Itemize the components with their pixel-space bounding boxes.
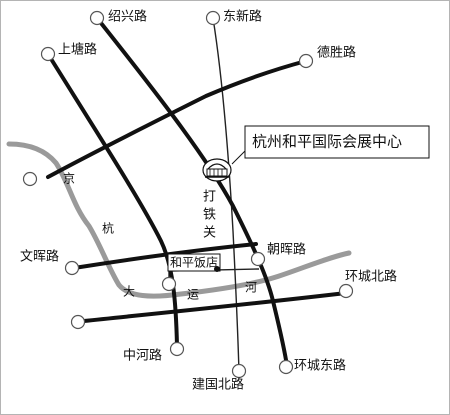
node-huanchengdong: [278, 359, 294, 375]
node-desheng: [298, 53, 314, 69]
label-chaohui: 朝晖路: [267, 242, 306, 258]
canal-char-jing: 京: [63, 172, 75, 186]
node-shaoxing: [89, 10, 105, 26]
venue-pointer: [231, 150, 246, 165]
label-shaoxing: 绍兴路: [108, 9, 147, 25]
building-icon: [202, 158, 232, 182]
grand-canal: [6, 141, 352, 299]
label-dati-guan-2: 铁: [203, 208, 216, 223]
road-desheng: [46, 59, 308, 179]
label-huanchengbei: 环城北路: [345, 269, 397, 285]
label-zhonghe: 中河路: [123, 348, 162, 364]
canal-char-hang: 杭: [102, 221, 114, 236]
label-dongxin: 东新路: [223, 9, 262, 25]
label-shangtang: 上塘路: [58, 42, 97, 58]
label-dati-guan-3: 关: [203, 226, 216, 241]
venue-label: 杭州和平国际会展中心: [252, 133, 402, 151]
node-shangtang-canal: [161, 276, 177, 292]
hotel-label: 和平饭店: [170, 256, 218, 270]
road-wenhui: [72, 242, 258, 270]
node-chaohui: [250, 251, 266, 267]
canal-char-da: 大: [123, 285, 135, 299]
venue-box: [244, 125, 430, 159]
canal-char-yun: 运: [187, 288, 199, 302]
node-wenhui: [64, 260, 80, 276]
road-shaoxing: [95, 16, 289, 368]
node-jianguobei: [231, 363, 247, 379]
road-jianguobei: [212, 17, 240, 374]
label-wenhui: 文晖路: [20, 249, 59, 265]
node-huanchengbei: [338, 283, 354, 299]
canal-char-he: 河: [245, 281, 257, 295]
label-jianguobei: 建国北路: [192, 377, 244, 393]
road-huanchengbei: [82, 291, 348, 323]
node-desheng-west: [22, 171, 38, 187]
road-shangtang: [46, 52, 179, 348]
node-dongxin: [205, 10, 221, 26]
label-dati-guan-1: 打: [203, 190, 216, 205]
node-shangtang: [40, 46, 56, 62]
hotel-box: [167, 253, 221, 272]
node-huanchengbei-west: [70, 314, 86, 330]
node-zhonghe: [169, 341, 185, 357]
hotel-marker: [214, 266, 220, 272]
label-huanchengdong: 环城东路: [294, 358, 346, 374]
label-desheng: 德胜路: [317, 45, 356, 61]
